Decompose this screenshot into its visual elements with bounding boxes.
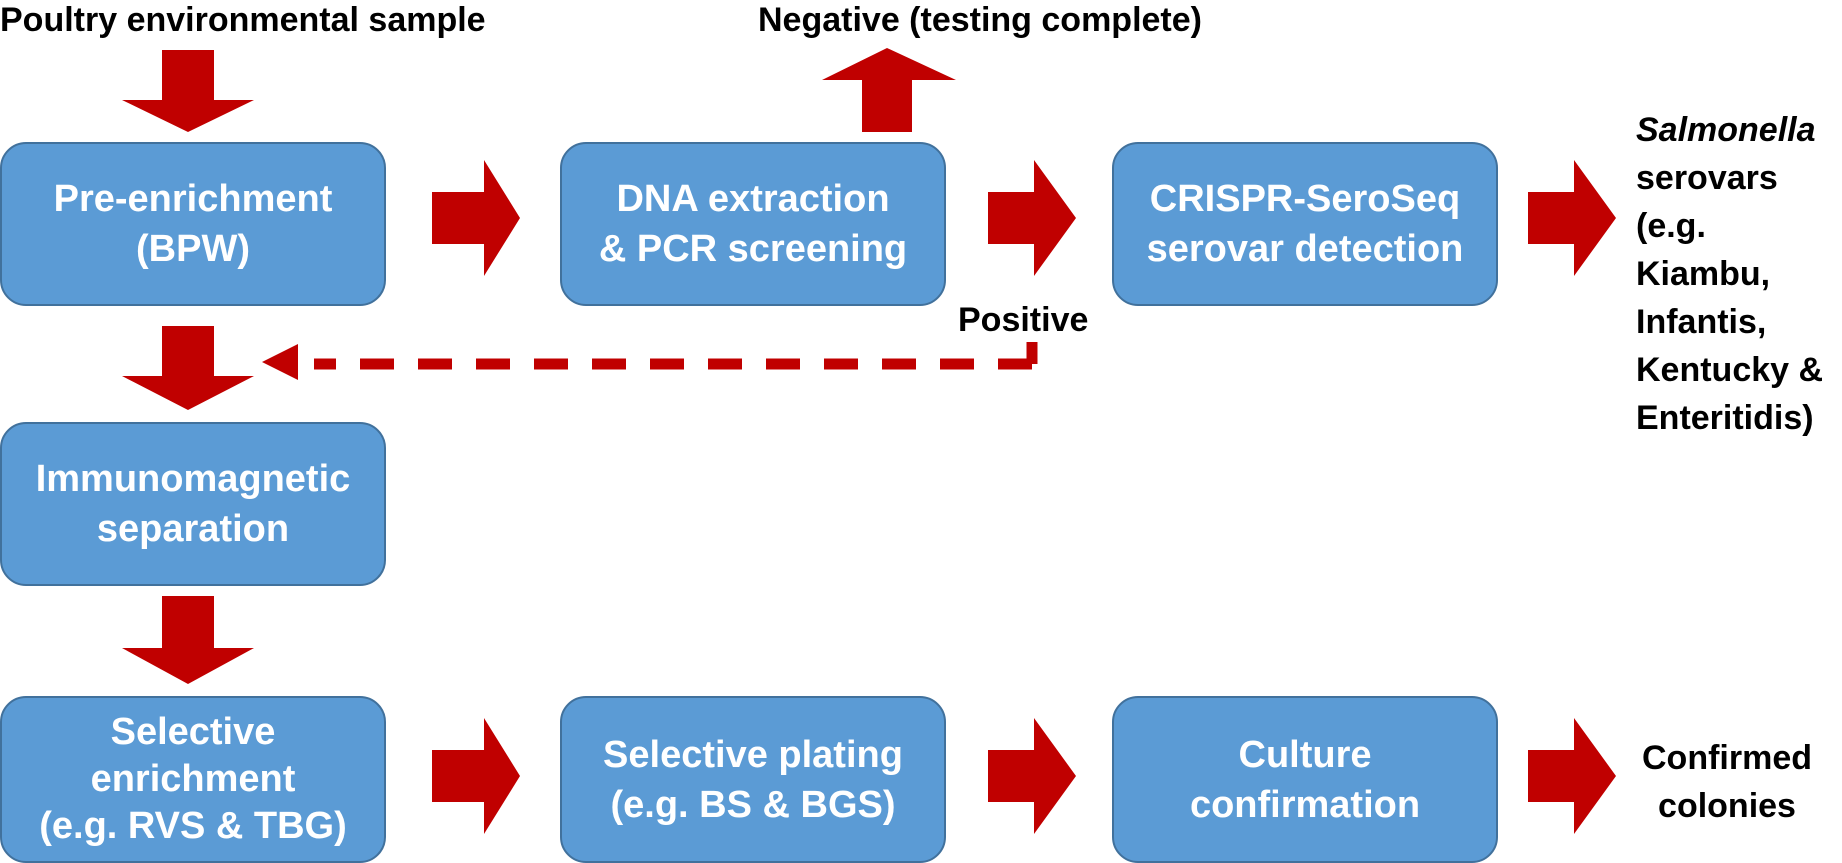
box-line: (BPW)	[136, 228, 250, 270]
arrow-down-sample	[122, 50, 254, 132]
crispr-seroseq-box: CRISPR-SeroSeq serovar detection	[1112, 142, 1498, 306]
box-line: serovar detection	[1146, 228, 1464, 270]
box-line: DNA extraction	[616, 178, 890, 220]
selective-plating-box: Selective plating (e.g. BS & BGS)	[560, 696, 946, 863]
confirmed-colonies-text: Confirmed colonies	[1642, 734, 1812, 830]
serovars-line: Infantis,	[1636, 303, 1767, 341]
serovars-line: (e.g.	[1636, 207, 1706, 245]
box-line: (e.g. BS & BGS)	[610, 783, 896, 826]
serovars-line: Kiambu,	[1636, 255, 1771, 293]
positive-label: Positive	[958, 301, 1089, 339]
serovars-italic: Salmonella	[1636, 111, 1816, 149]
dna-extraction-box: DNA extraction & PCR screening	[560, 142, 946, 306]
culture-confirmation-box: Culture confirmation	[1112, 696, 1498, 863]
selective-enrichment-box: Selective enrichment (e.g. RVS & TBG)	[0, 696, 386, 863]
serovars-text: Salmonella serovars (e.g. Kiambu, Infant…	[1636, 106, 1823, 442]
arrow-up-negative	[822, 48, 956, 132]
arrow-down-immuno	[122, 596, 254, 684]
box-line: & PCR screening	[598, 228, 908, 270]
confirmed-line: colonies	[1658, 787, 1796, 825]
top-label: Poultry environmental sample	[0, 1, 486, 39]
immunomagnetic-box: Immunomagnetic separation	[0, 422, 386, 586]
box-line: Immunomagnetic	[35, 458, 351, 500]
arrow-right-enrich-plating	[432, 718, 520, 834]
box-line: (e.g. RVS & TBG)	[39, 805, 347, 847]
arrow-down-pre	[122, 326, 254, 410]
box-line: separation	[96, 508, 290, 550]
box-line: Culture	[1238, 733, 1372, 776]
serovars-line: Enteritidis)	[1636, 399, 1814, 437]
box-line: CRISPR-SeroSeq	[1149, 178, 1461, 220]
arrow-right-crispr-serovars	[1528, 160, 1616, 276]
box-line: enrichment	[90, 758, 296, 800]
box-line: Selective plating	[603, 733, 903, 776]
confirmed-line: Confirmed	[1642, 739, 1812, 777]
pre-enrichment-box: Pre-enrichment (BPW)	[0, 142, 386, 306]
box-line: Selective	[110, 711, 276, 753]
arrow-right-culture-confirmed	[1528, 718, 1616, 834]
box-line: Pre-enrichment	[53, 178, 333, 220]
serovars-line: serovars	[1636, 159, 1778, 197]
negative-label: Negative (testing complete)	[758, 1, 1202, 39]
arrow-dashed-head	[262, 344, 298, 380]
arrow-right-pre-dna	[432, 160, 520, 276]
box-line: confirmation	[1189, 783, 1421, 826]
arrow-right-plating-culture	[988, 718, 1076, 834]
arrow-right-dna-crispr	[988, 160, 1076, 276]
serovars-line: Kentucky &	[1636, 351, 1824, 389]
